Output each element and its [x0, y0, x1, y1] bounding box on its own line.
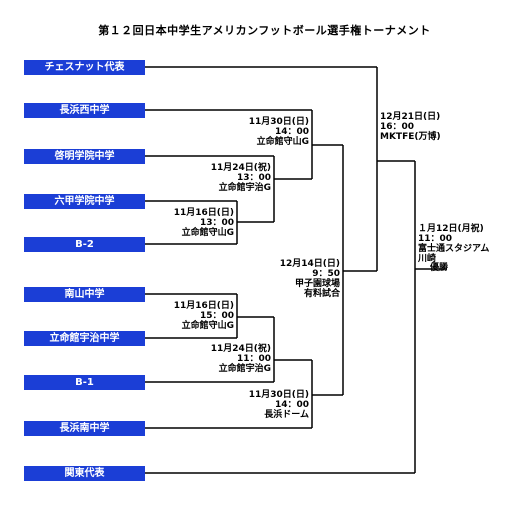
- team-b1: B-1: [24, 375, 145, 390]
- match-time: 15：00: [199, 311, 234, 321]
- match-venue: 立命館守山G: [181, 228, 234, 238]
- match-note-r3-upper: 11月30日(日) 14：00 立命館守山G: [225, 117, 309, 147]
- match-date: 11月16日(日): [173, 208, 234, 218]
- match-time: 11：00: [418, 234, 453, 244]
- team-nagahama-nishi: 長浜西中学: [24, 103, 145, 118]
- match-note-r2-upper: 11月24日(祝) 13：00 立命館宇治G: [188, 163, 271, 193]
- match-date: 11月16日(日): [173, 301, 234, 311]
- match-venue: MKTFE(万博): [380, 132, 441, 142]
- match-date: 11月24日(祝): [210, 163, 271, 173]
- match-date: 12月21日(日): [380, 112, 441, 122]
- match-note-r1-lower: 11月16日(日) 15：00 立命館守山G: [150, 301, 234, 331]
- match-note-r3-lower: 11月30日(日) 14：00 長浜ドーム: [225, 390, 309, 420]
- match-date: 11月24日(祝): [210, 344, 271, 354]
- match-note-r1-upper: 11月16日(日) 13：00 立命館守山G: [150, 208, 234, 238]
- tournament-title: 第１２回日本中学生アメリカンフットボール選手権トーナメント: [98, 24, 431, 37]
- team-ritsumeikan-uji: 立命館宇治中学: [24, 331, 145, 346]
- match-note-semi: 12月14日(日) 9：50 甲子園球場 有料試合: [256, 259, 340, 299]
- match-time: 14：00: [274, 400, 309, 410]
- match-venue: 長浜ドーム: [264, 410, 309, 420]
- match-note-semi2: 12月21日(日) 16：00 MKTFE(万博): [380, 112, 470, 142]
- match-venue-city: 川崎: [418, 254, 437, 264]
- champion-label: 優勝: [430, 263, 449, 273]
- match-time: 16：00: [380, 122, 415, 132]
- team-chestnut: チェスナット代表: [24, 60, 145, 75]
- match-venue: 立命館宇治G: [218, 183, 271, 193]
- team-nagahama-minami: 長浜南中学: [24, 421, 145, 436]
- match-time: 14：00: [274, 127, 309, 137]
- team-nanzan: 南山中学: [24, 287, 145, 302]
- team-kanto: 関東代表: [24, 466, 145, 481]
- team-rokko: 六甲学院中学: [24, 194, 145, 209]
- match-note-r2-lower: 11月24日(祝) 11：00 立命館宇治G: [188, 344, 271, 374]
- match-venue: 富士通スタジアム: [418, 244, 490, 254]
- team-keimei: 啓明学院中学: [24, 149, 145, 164]
- match-venue: 甲子園球場: [294, 279, 340, 289]
- team-b2: B-2: [24, 237, 145, 252]
- match-note-final: １月12日(月祝) 11：00 富士通スタジアム 川崎: [418, 224, 528, 264]
- match-venue: 立命館守山G: [256, 137, 309, 147]
- match-note-paid: 有料試合: [303, 289, 340, 299]
- match-venue: 立命館守山G: [181, 321, 234, 331]
- match-time: 13：00: [199, 218, 234, 228]
- match-time: 9：50: [312, 269, 340, 279]
- match-venue: 立命館宇治G: [218, 364, 271, 374]
- match-date: １月12日(月祝): [418, 224, 484, 234]
- match-time: 11：00: [236, 354, 271, 364]
- match-date: 11月30日(日): [248, 390, 309, 400]
- match-date: 11月30日(日): [248, 117, 309, 127]
- match-time: 13：00: [236, 173, 271, 183]
- match-date: 12月14日(日): [279, 259, 340, 269]
